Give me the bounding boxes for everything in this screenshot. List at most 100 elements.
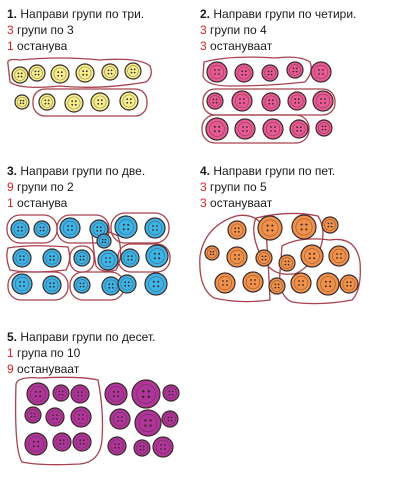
button-icon bbox=[234, 63, 254, 83]
task-1-rest: 1 останува bbox=[7, 39, 68, 53]
task-2: 2. Направи групи по четири. 3 групи по 4… bbox=[200, 6, 356, 54]
group-loop-task3-6 bbox=[91, 230, 122, 272]
button-icon bbox=[289, 119, 309, 139]
button-icon bbox=[114, 215, 138, 239]
button-icon bbox=[38, 93, 56, 111]
button-icon bbox=[205, 117, 229, 141]
button-icon bbox=[42, 248, 62, 268]
group-loop-task3-3 bbox=[110, 212, 170, 244]
button-icon bbox=[257, 215, 283, 241]
button-icon bbox=[261, 92, 281, 112]
button-icon bbox=[11, 66, 29, 84]
button-icon bbox=[206, 92, 224, 110]
button-icon bbox=[24, 406, 42, 424]
group-loop-task5-1 bbox=[14, 376, 104, 466]
task-1-groups: 3 групи по 3 bbox=[7, 23, 74, 37]
group-loop-task2-3 bbox=[201, 114, 310, 144]
button-icon bbox=[24, 432, 48, 456]
button-icon bbox=[300, 244, 324, 268]
button-icon bbox=[72, 432, 92, 452]
task-4-title: 4. Направи групи по пет. bbox=[200, 164, 336, 178]
button-icon bbox=[12, 248, 32, 268]
task-2-title: 2. Направи групи по четири. bbox=[200, 7, 357, 21]
button-icon bbox=[161, 410, 179, 428]
button-icon bbox=[52, 432, 72, 452]
task-1: 1. Направи групи по три. 3 групи по 3 1 … bbox=[7, 6, 144, 54]
task-2-groups: 3 групи по 4 bbox=[200, 23, 267, 37]
button-icon bbox=[278, 254, 296, 272]
button-icon bbox=[226, 246, 248, 268]
button-icon bbox=[10, 219, 30, 239]
task-5-rest: 9 остануваат bbox=[7, 362, 80, 376]
button-icon bbox=[261, 64, 279, 82]
button-icon bbox=[312, 90, 334, 112]
button-icon bbox=[339, 274, 359, 294]
task-3-title: 3. Направи групи по две. bbox=[7, 164, 146, 178]
button-icon bbox=[64, 93, 84, 113]
button-icon bbox=[101, 276, 121, 296]
button-icon bbox=[52, 384, 70, 402]
button-icon bbox=[75, 63, 95, 83]
button-icon bbox=[107, 436, 127, 456]
button-icon bbox=[50, 64, 70, 84]
button-icon bbox=[70, 406, 92, 428]
button-icon bbox=[28, 64, 46, 82]
button-icon bbox=[316, 272, 340, 296]
button-icon bbox=[152, 436, 174, 458]
group-loop-task3-4 bbox=[6, 245, 71, 273]
task-4: 4. Направи групи по пет. 3 групи по 5 3 … bbox=[200, 163, 335, 211]
task-2-rest: 3 остануваат bbox=[200, 39, 273, 53]
button-icon bbox=[227, 220, 247, 240]
button-icon bbox=[286, 61, 304, 79]
button-icon bbox=[109, 408, 131, 430]
button-icon bbox=[321, 216, 339, 234]
task-3: 3. Направи групи по две. 9 групи по 2 1 … bbox=[7, 163, 145, 211]
button-icon bbox=[70, 384, 90, 404]
buttons-layer bbox=[10, 61, 359, 458]
button-icon bbox=[134, 409, 162, 437]
button-icon bbox=[214, 272, 236, 294]
button-icon bbox=[206, 61, 228, 83]
group-loops bbox=[6, 56, 361, 466]
task-3-rest: 1 останува bbox=[7, 196, 68, 210]
button-icon bbox=[33, 220, 51, 238]
button-icon bbox=[291, 214, 317, 240]
button-icon bbox=[144, 272, 168, 296]
group-loop-task4-3 bbox=[279, 238, 361, 305]
button-icon bbox=[162, 384, 180, 402]
button-icon bbox=[124, 62, 142, 80]
button-icon bbox=[133, 439, 151, 457]
button-icon bbox=[234, 118, 256, 140]
button-icon bbox=[11, 273, 33, 295]
button-icon bbox=[144, 217, 166, 239]
button-icon bbox=[131, 379, 161, 409]
task-1-title: 1. Направи групи по три. bbox=[7, 7, 145, 21]
task-5: 5. Направи групи по десет. 1 група по 10… bbox=[7, 329, 155, 377]
button-icon bbox=[90, 92, 110, 112]
button-icon bbox=[73, 276, 91, 294]
button-icon bbox=[268, 277, 286, 295]
task-3-groups: 9 групи по 2 bbox=[7, 180, 74, 194]
button-icon bbox=[145, 244, 169, 268]
button-icon bbox=[97, 249, 119, 271]
button-icon bbox=[328, 245, 350, 267]
button-icon bbox=[287, 91, 307, 111]
button-icon bbox=[104, 382, 128, 406]
button-icon bbox=[310, 61, 332, 83]
task-4-rest: 3 остануваат bbox=[200, 196, 273, 210]
button-icon bbox=[262, 118, 284, 140]
button-icon bbox=[42, 275, 62, 295]
button-icon bbox=[59, 217, 81, 239]
button-icon bbox=[26, 382, 50, 406]
button-icon bbox=[73, 249, 91, 267]
group-loop-task2-1 bbox=[202, 56, 312, 87]
button-icon bbox=[231, 90, 253, 112]
group-loop-task3-2 bbox=[56, 214, 110, 244]
button-icon bbox=[101, 63, 119, 81]
button-icon bbox=[255, 249, 273, 267]
button-icon bbox=[120, 248, 140, 268]
button-icon bbox=[117, 274, 137, 294]
group-loop-task1-bottom bbox=[32, 88, 148, 117]
button-icon bbox=[14, 94, 30, 110]
